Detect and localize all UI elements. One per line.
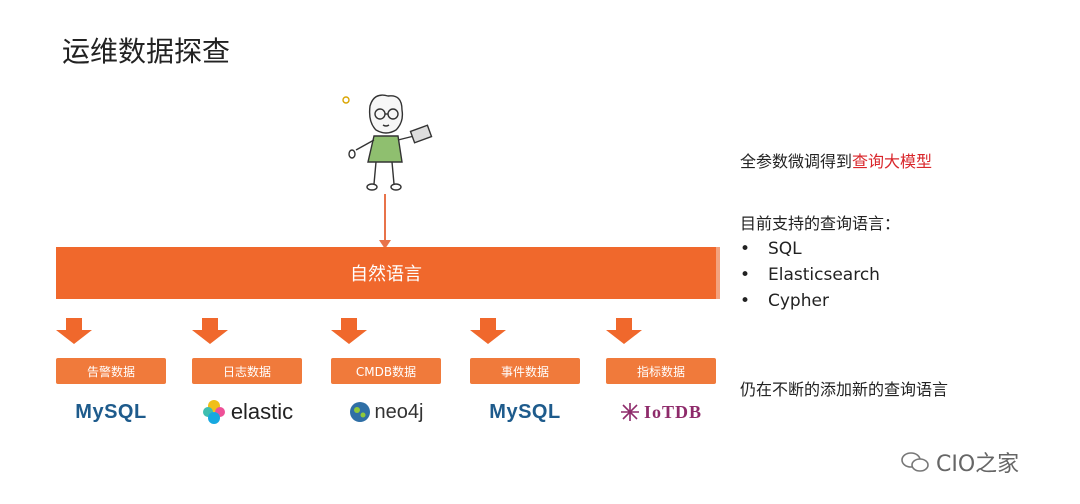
adding-text: 仍在不断的添加新的查询语言: [740, 380, 949, 399]
logo-text: MySQL: [489, 400, 561, 423]
finetune-highlight: 查询大模型: [852, 152, 933, 171]
logo-text: IoTDB: [643, 401, 702, 422]
iotdb-mark-icon: [620, 403, 639, 421]
down-arrow-icon: [192, 318, 228, 344]
source-box: 日志数据: [192, 358, 302, 384]
down-arrow-icon: [606, 318, 642, 344]
user-illustration-icon: [342, 94, 433, 191]
source-column-metric: 指标数据 IoTDB: [606, 318, 716, 426]
source-box: CMDB数据: [331, 358, 441, 384]
finetune-text: 全参数微调得到查询大模型: [740, 148, 932, 172]
arrow-line: [384, 194, 386, 244]
list-item: SQL: [740, 236, 880, 262]
source-column-event: 事件数据 MySQL: [470, 318, 580, 426]
watermark: CIO之家: [900, 446, 1019, 478]
list-item: Cypher: [740, 288, 880, 314]
list-item: Elasticsearch: [740, 262, 880, 288]
language-list: SQL Elasticsearch Cypher: [740, 236, 880, 314]
logo-text: elastic: [230, 399, 294, 424]
down-arrow-icon: [331, 318, 367, 344]
neo4j-mark-icon: [349, 402, 370, 422]
mysql-logo-icon: MySQL: [56, 398, 166, 426]
logo-text: MySQL: [75, 400, 147, 423]
iotdb-logo-icon: IoTDB: [606, 398, 716, 426]
wechat-icon: [901, 452, 929, 472]
source-box: 指标数据: [606, 358, 716, 384]
banner-label: 自然语言: [350, 264, 422, 285]
down-arrow-icon: [56, 318, 92, 344]
logo-text: neo4j: [374, 400, 424, 423]
finetune-prefix: 全参数微调得到: [740, 152, 853, 171]
elastic-logo-icon: elastic: [192, 398, 302, 426]
neo4j-logo-icon: neo4j: [331, 398, 441, 426]
source-box: 事件数据: [470, 358, 580, 384]
elastic-mark-icon: [202, 400, 225, 424]
mysql-logo-icon: MySQL: [470, 398, 580, 426]
source-column-cmdb: CMDB数据 neo4j: [331, 318, 441, 426]
source-column-log: 日志数据 elastic: [192, 318, 302, 426]
down-arrow-icon: [470, 318, 506, 344]
page-title: 运维数据探查: [62, 35, 231, 68]
source-box: 告警数据: [56, 358, 166, 384]
watermark-text: CIO之家: [936, 452, 1020, 477]
supported-heading: 目前支持的查询语言：: [740, 214, 901, 233]
arrow-down-icon: [379, 240, 391, 249]
source-column-alert: 告警数据 MySQL: [56, 318, 166, 426]
natural-language-banner: 自然语言: [56, 247, 720, 299]
